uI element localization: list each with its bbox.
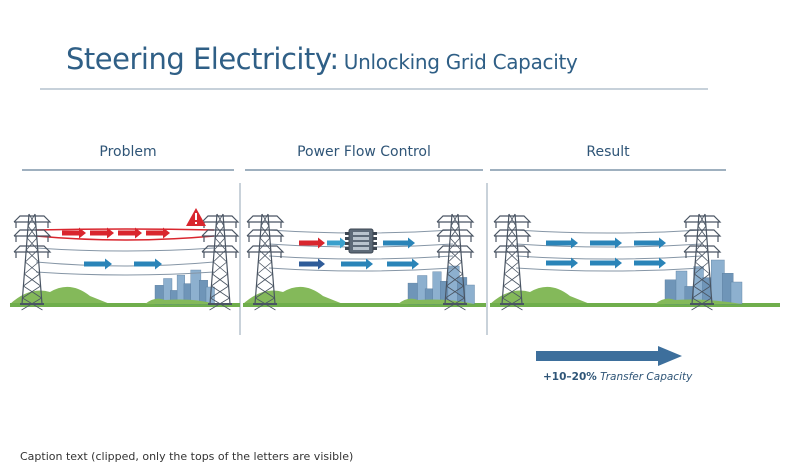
power-line	[35, 271, 215, 276]
flow-arrow-icon	[590, 257, 622, 269]
power-line	[268, 267, 454, 272]
power-flow-controller-icon	[345, 228, 377, 254]
power-line	[35, 247, 215, 252]
transmission-tower-icon	[246, 213, 285, 311]
panel-heading-problem: Problem	[99, 144, 157, 160]
power-line	[515, 243, 703, 248]
flow-arrow-icon	[546, 257, 578, 269]
title-underline	[40, 88, 708, 90]
capacity-gain-value: +10–20%	[543, 371, 597, 383]
power-line	[515, 267, 703, 272]
power-line	[35, 235, 215, 241]
hill-icon	[490, 286, 590, 304]
transmission-tower-icon	[683, 213, 722, 311]
overload-arrow-icon	[118, 227, 142, 239]
flow-arrow-icon	[341, 258, 373, 270]
warning-icon	[186, 208, 206, 226]
flow-arrow-icon	[634, 237, 666, 249]
flow-arrow-icon	[84, 258, 112, 270]
capacity-gain-text: Transfer Capacity	[600, 371, 693, 383]
ground-line	[490, 303, 780, 307]
power-line	[515, 255, 703, 260]
transmission-tower-icon	[436, 213, 475, 311]
hill-icon	[243, 286, 343, 304]
transmission-tower-icon	[201, 213, 240, 311]
title-main: Steering Electricity:	[66, 42, 339, 76]
problem-illustration	[10, 208, 240, 311]
flow-arrow-icon	[327, 237, 347, 249]
power-line	[35, 228, 215, 231]
power-line	[515, 229, 703, 234]
flow-arrow-icon	[299, 258, 325, 270]
page-title: Steering Electricity: Unlocking Grid Cap…	[66, 42, 578, 76]
flow-arrow-icon	[383, 237, 415, 249]
flow-arrow-icon	[634, 257, 666, 269]
panel-divider	[486, 183, 488, 335]
ground-line	[10, 303, 240, 307]
power-line	[35, 261, 215, 267]
overload-arrow-icon	[90, 227, 114, 239]
power-line	[268, 255, 454, 260]
capacity-gain-arrow-icon	[536, 346, 682, 366]
power-flow-control-illustration	[243, 213, 486, 311]
redirected-arrow-icon	[299, 237, 325, 249]
flow-arrow-icon	[134, 258, 162, 270]
panel-divider	[239, 183, 241, 335]
overload-arrow-icon	[62, 227, 86, 239]
ground-line	[243, 303, 486, 307]
panel-rule-power-flow-control	[245, 169, 483, 171]
panel-heading-power-flow-control: Power Flow Control	[297, 144, 431, 160]
transmission-tower-icon	[493, 213, 532, 311]
overload-arrow-icon	[146, 227, 170, 239]
panel-rule-problem	[22, 169, 234, 171]
flow-arrow-icon	[590, 237, 622, 249]
panel-heading-result: Result	[586, 144, 630, 160]
transmission-tower-icon	[13, 213, 52, 311]
hill-icon	[10, 286, 110, 304]
flow-arrow-icon	[387, 258, 419, 270]
panel-rule-result	[490, 169, 726, 171]
flow-arrow-icon	[546, 237, 578, 249]
result-illustration	[490, 213, 780, 311]
title-subtitle: Unlocking Grid Capacity	[343, 50, 578, 74]
capacity-gain-label: +10–20% Transfer Capacity	[543, 371, 692, 383]
